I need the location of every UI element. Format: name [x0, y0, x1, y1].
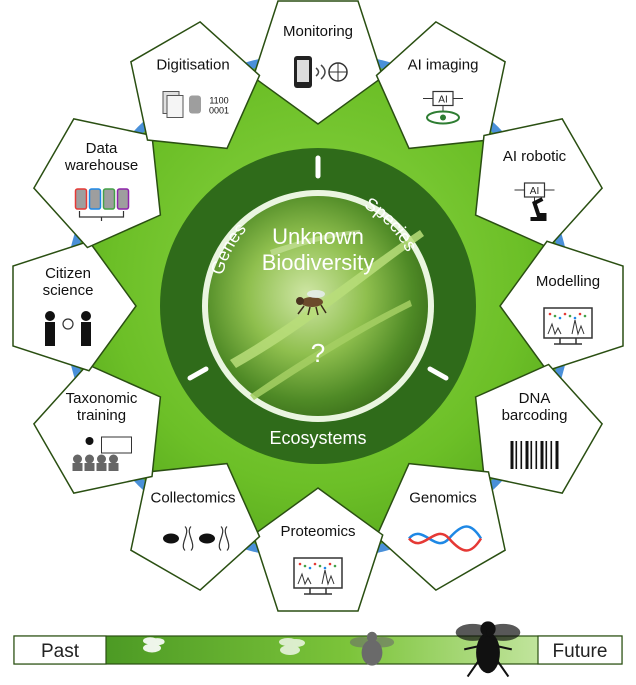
ai-robot-arm-icon: AI	[514, 182, 555, 221]
node-dna-barcoding-pentagon	[474, 363, 604, 494]
ring-ticks	[187, 155, 449, 381]
center-insect-icon	[296, 290, 327, 316]
svg-text:1100: 1100	[209, 96, 228, 106]
center-question-mark: ?	[311, 338, 325, 368]
node-collectomics: Collectomics	[130, 462, 261, 592]
insects-dna-icon	[163, 526, 230, 551]
svg-text:AI: AI	[438, 95, 447, 106]
timeline-past-label: Past	[41, 641, 80, 662]
node-citizen-science-label: Citizen	[45, 265, 91, 282]
node-collectomics-label: Collectomics	[150, 490, 235, 507]
node-modelling-label: Modelling	[536, 273, 600, 290]
node-genomics-label: Genomics	[409, 490, 477, 507]
node-data-warehouse-pentagon	[32, 118, 162, 249]
node-taxonomic-training-label: training	[77, 407, 126, 424]
timeline-future-label: Future	[553, 641, 608, 662]
node-proteomics-label: Proteomics	[280, 523, 355, 540]
timeline: Past Future	[13, 621, 623, 678]
center-title-line1: Unknown	[272, 224, 364, 249]
node-dna-barcoding-label: DNA	[519, 390, 551, 407]
center-title-line2: Biodiversity	[262, 250, 374, 275]
node-genomics: Genomics	[375, 462, 506, 592]
monitor-charts-icon	[543, 307, 593, 345]
node-taxonomic-training-pentagon	[32, 363, 162, 494]
database-network-icon	[74, 188, 130, 221]
node-monitoring-label: Monitoring	[283, 23, 353, 40]
svg-text:AI: AI	[530, 186, 539, 197]
fly-grey-icon	[349, 631, 395, 666]
node-proteomics: Proteomics	[252, 487, 384, 612]
node-digitisation-label: Digitisation	[156, 57, 229, 74]
people-idea-icon	[45, 311, 91, 346]
node-dna-barcoding-label: barcoding	[502, 407, 568, 424]
timeline-past-box	[13, 635, 107, 665]
node-monitoring: Monitoring	[252, 0, 384, 125]
node-modelling: Modelling	[499, 240, 624, 372]
node-data-warehouse-label: Data	[86, 140, 118, 157]
node-proteomics-pentagon	[252, 487, 384, 612]
dna-helix-icon	[408, 525, 483, 552]
node-ai-imaging-label: AI imaging	[408, 57, 479, 74]
barcode-dna-icon	[510, 441, 559, 469]
node-ai-imaging-pentagon	[375, 20, 506, 150]
ai-eye-icon: AI	[423, 90, 463, 125]
node-ai-robotic-label: AI robotic	[503, 148, 567, 165]
phone-insect-globe-icon	[294, 56, 348, 88]
svg-text:0001: 0001	[209, 106, 229, 116]
fly-past-icon	[143, 637, 165, 653]
node-citizen-science-label: science	[43, 282, 94, 299]
fly-mid-icon	[279, 638, 305, 655]
grass-blades	[230, 230, 424, 400]
node-digitisation-pentagon	[130, 20, 261, 150]
node-citizen-science-pentagon	[12, 240, 137, 372]
node-data-warehouse-label: warehouse	[64, 157, 138, 174]
fly-black-icon	[455, 621, 521, 678]
timeline-future-box	[537, 635, 623, 665]
node-collectomics-pentagon	[130, 462, 261, 592]
ring-label-ecosystems: Ecosystems	[269, 428, 366, 448]
node-taxonomic-training-label: Taxonomic	[66, 390, 138, 407]
classroom-icon	[72, 436, 132, 471]
node-monitoring-pentagon	[252, 0, 384, 125]
node-genomics-pentagon	[375, 462, 506, 592]
monitor-protein-icon	[293, 557, 343, 595]
